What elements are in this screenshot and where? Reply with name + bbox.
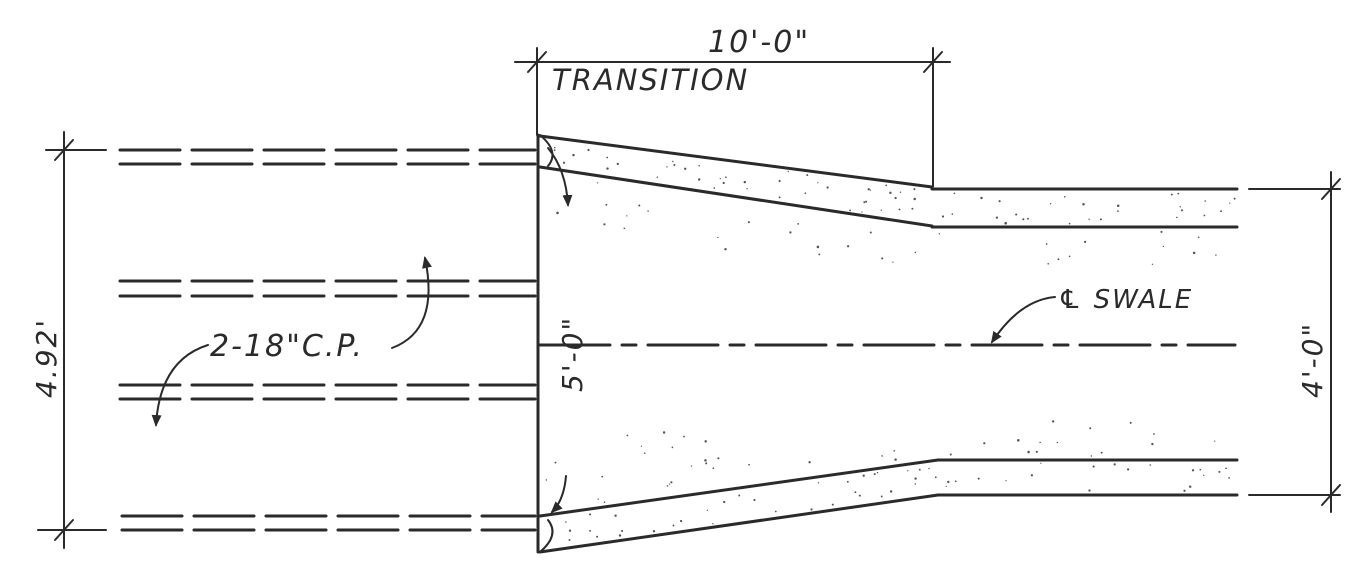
transition-label: TRANSITION: [552, 63, 749, 97]
throat-width-label: 5'-0": [556, 316, 589, 392]
pipe-leaders: [151, 256, 432, 427]
throat-dimension: [547, 147, 573, 514]
left-width-label: 4.92': [30, 318, 63, 398]
concrete-transition: [536, 133, 1239, 554]
swale-width-label: 4'-0": [1296, 322, 1329, 398]
transition-dimension: [514, 47, 951, 191]
transition-length-label: 10'-0": [708, 25, 810, 60]
corrugated-pipes: [118, 148, 537, 532]
left-width-dimension: [37, 131, 107, 549]
swale-label: ℄ SWALE: [1058, 285, 1193, 315]
pipes-label: 2-18"C.P.: [210, 329, 364, 364]
right-width-dimension: [1248, 171, 1341, 513]
swale-leader: [990, 296, 1056, 344]
